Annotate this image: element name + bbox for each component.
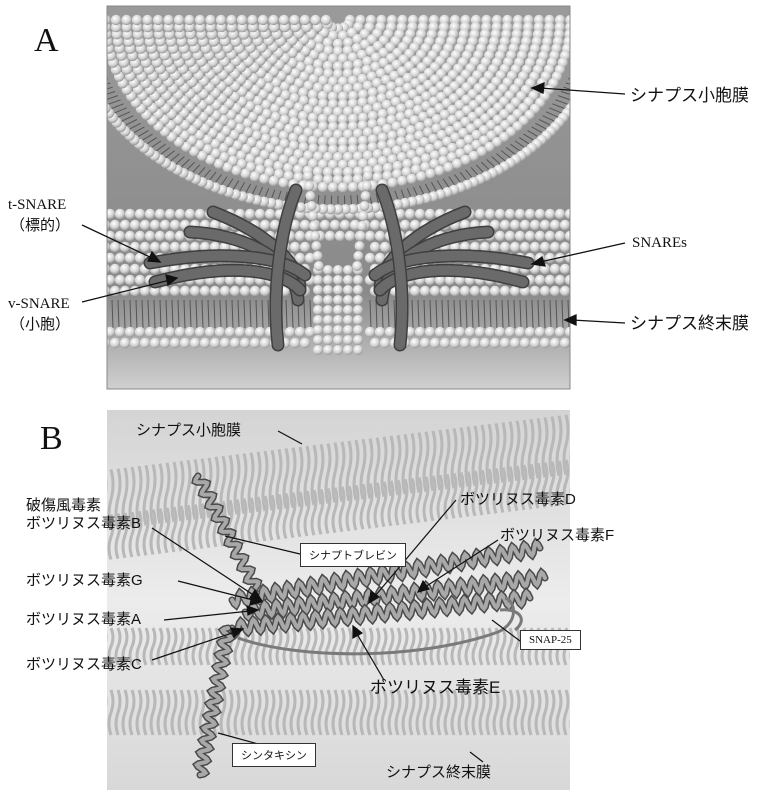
label-botulinum-a: ボツリヌス毒素A — [26, 610, 141, 629]
label-botulinum-f: ボツリヌス毒素F — [500, 526, 614, 545]
label-b-vesicle-membrane: シナプス小胞膜 — [136, 421, 241, 440]
label-botulinum-d: ボツリヌス毒素D — [460, 490, 576, 509]
label-syntaxin: シンタキシン — [232, 743, 316, 767]
label-vesicle-membrane: シナプス小胞膜 — [630, 86, 749, 105]
label-botulinum-c: ボツリヌス毒素C — [26, 655, 142, 674]
label-snap25: SNAP-25 — [520, 630, 581, 650]
panel-b-letter: B — [40, 420, 63, 458]
label-t-snare-target: （標的） — [10, 216, 70, 235]
panel-a-letter: A — [34, 22, 59, 60]
label-v-snare: v-SNARE — [8, 295, 70, 314]
label-botulinum-b: ボツリヌス毒素B — [26, 514, 141, 533]
label-botulinum-g: ボツリヌス毒素G — [26, 571, 143, 590]
label-b-terminal-membrane: シナプス終末膜 — [386, 763, 491, 782]
leader-terminal-membrane — [572, 320, 625, 323]
label-v-snare-vesicle: （小胞） — [10, 315, 70, 334]
label-synaptobrevin: シナプトブレビン — [300, 543, 406, 567]
label-t-snare: t-SNARE — [8, 196, 66, 215]
label-snares: SNAREs — [632, 234, 687, 253]
label-tetanus-toxin: 破傷風毒素 — [26, 496, 101, 515]
label-botulinum-e: ボツリヌス毒素E — [370, 678, 500, 697]
label-terminal-membrane: シナプス終末膜 — [630, 314, 749, 333]
